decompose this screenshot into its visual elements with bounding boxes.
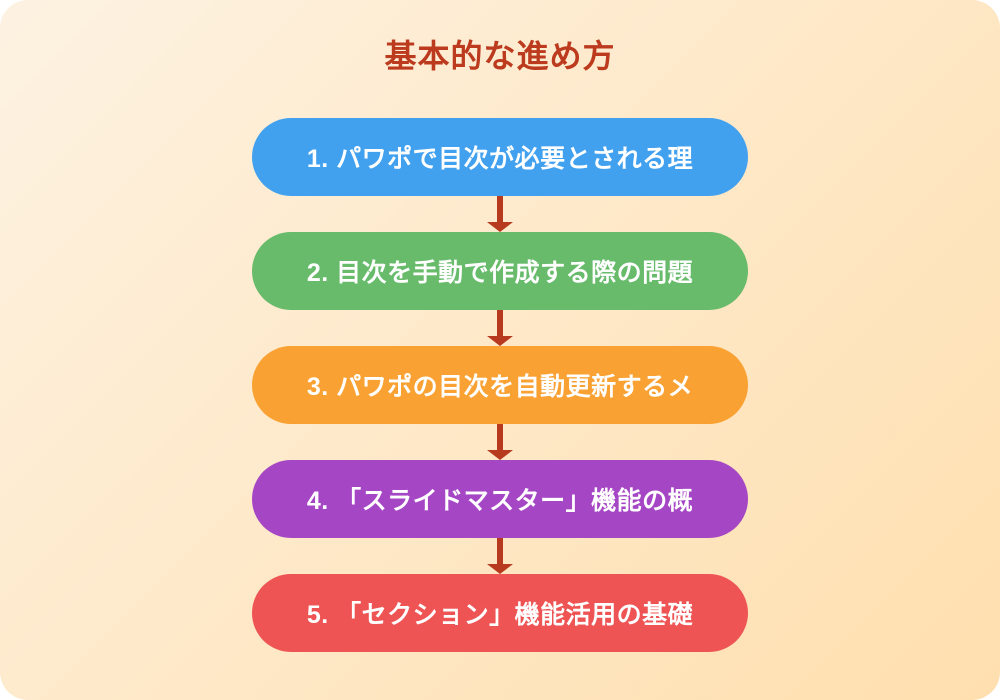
flow-diagram: 1. パワポで目次が必要とされる理 2. 目次を手動で作成する際の問題 3. パ… [252,118,748,652]
page-title: 基本的な進め方 [384,38,616,74]
arrow-down-icon [252,424,748,460]
step-label: 4. 「スライドマスター」機能の概 [306,487,694,515]
arrow-down-icon [252,310,748,346]
step-label: 5. 「セクション」機能活用の基礎 [306,601,694,629]
arrow-down-icon [252,538,748,574]
step-label: 2. 目次を手動で作成する際の問題 [306,259,694,287]
step-pill: 4. 「スライドマスター」機能の概 [252,460,748,538]
step-pill: 5. 「セクション」機能活用の基礎 [252,574,748,652]
step-pill: 1. パワポで目次が必要とされる理 [252,118,748,196]
step-label: 1. パワポで目次が必要とされる理 [306,145,694,173]
step-label: 3. パワポの目次を自動更新するメ [306,373,694,401]
arrow-down-icon [252,196,748,232]
step-pill: 2. 目次を手動で作成する際の問題 [252,232,748,310]
step-pill: 3. パワポの目次を自動更新するメ [252,346,748,424]
